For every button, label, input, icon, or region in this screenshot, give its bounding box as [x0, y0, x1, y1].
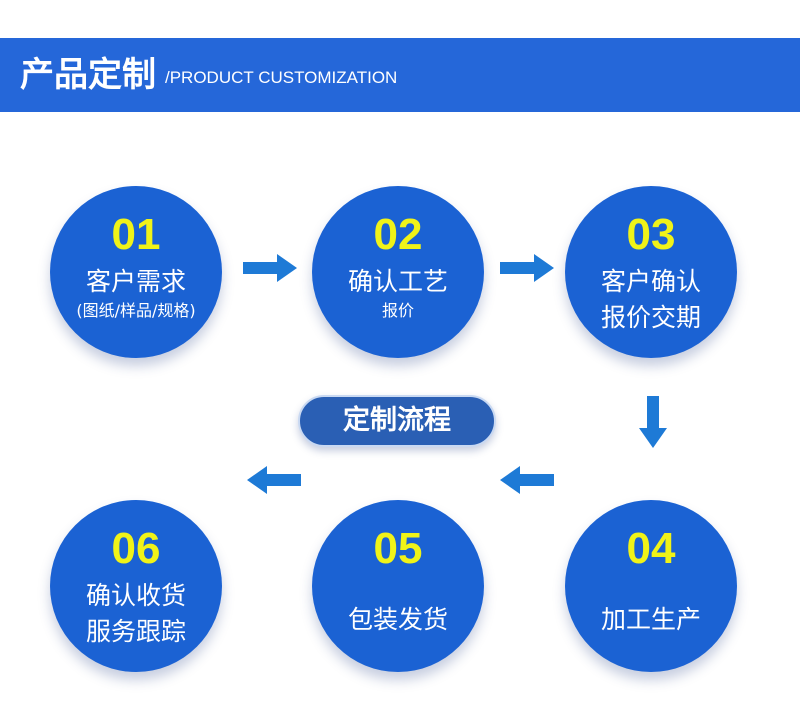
header-banner: 产品定制 /PRODUCT CUSTOMIZATION: [0, 38, 800, 112]
step-01-circle: 01 客户需求 (图纸/样品/规格): [50, 186, 222, 358]
step-number: 05: [373, 524, 423, 573]
step-title: 客户确认: [600, 267, 701, 296]
step-subtitle: 服务跟踪: [85, 617, 186, 646]
header-title: 产品定制: [20, 55, 156, 95]
step-number: 02: [373, 210, 423, 259]
arrow-right-icon: [243, 254, 297, 282]
step-subtitle: 报价交期: [600, 303, 701, 332]
step-title: 确认工艺: [347, 267, 448, 296]
step-04-circle: 04 加工生产: [565, 500, 737, 672]
step-number: 06: [111, 524, 161, 573]
header-subtitle: /PRODUCT CUSTOMIZATION: [165, 68, 398, 87]
process-label-pill: 定制流程: [298, 395, 496, 447]
arrow-left-icon: [247, 466, 301, 494]
step-title: 包装发货: [347, 605, 448, 634]
arrow-right-icon: [500, 254, 554, 282]
step-title: 加工生产: [600, 605, 701, 634]
step-title: 确认收货: [85, 581, 186, 610]
step-number: 03: [626, 210, 676, 259]
step-subtitle: 报价: [381, 301, 414, 320]
step-number: 01: [111, 210, 161, 259]
step-title: 客户需求: [85, 267, 186, 296]
step-subtitle: (图纸/样品/规格): [76, 301, 196, 320]
step-03-circle: 03 客户确认 报价交期: [565, 186, 737, 358]
step-number: 04: [626, 524, 676, 573]
arrow-left-icon: [500, 466, 554, 494]
step-05-circle: 05 包装发货: [312, 500, 484, 672]
step-06-circle: 06 确认收货 服务跟踪: [50, 500, 222, 672]
arrow-down-icon: [639, 396, 667, 448]
step-02-circle: 02 确认工艺 报价: [312, 186, 484, 358]
